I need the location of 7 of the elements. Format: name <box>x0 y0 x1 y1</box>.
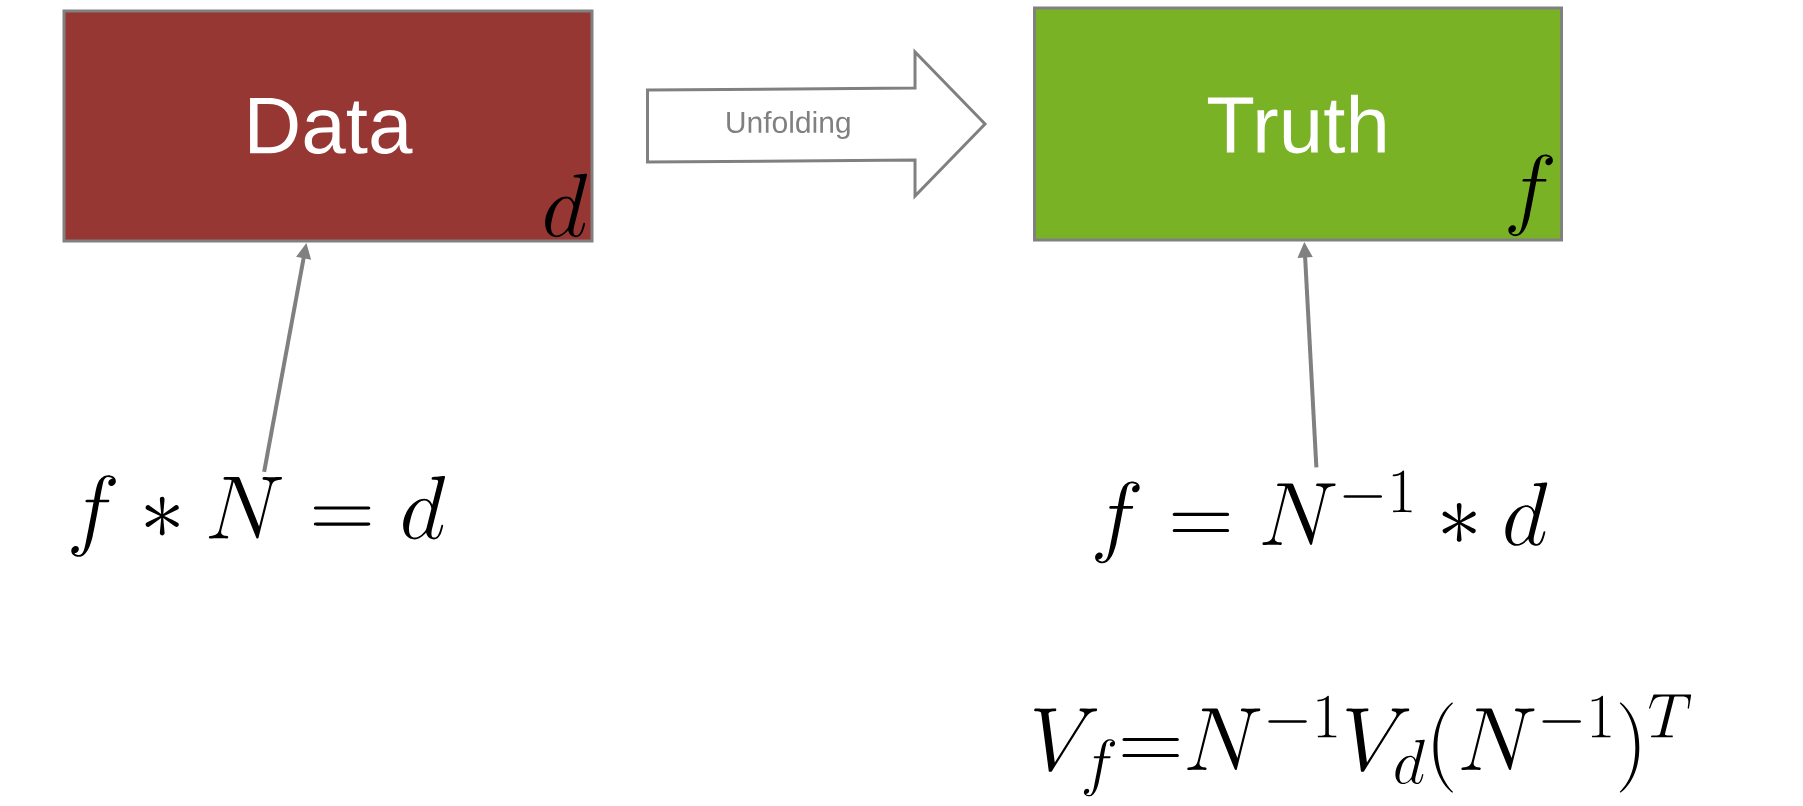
edge-label: Unfolding <box>727 111 850 139</box>
equation: $V_f {=} N^{-1} V_d (N^{-1})^T$ <box>1034 694 1692 797</box>
equation: $f * N = d$ <box>71 475 446 557</box>
equation: $f = N^{-1} * d$ <box>1095 470 1548 564</box>
block-arrow <box>646 48 988 200</box>
process-box: Truth $f$ <box>1033 6 1563 242</box>
process-box: Data $d$ <box>62 9 594 243</box>
